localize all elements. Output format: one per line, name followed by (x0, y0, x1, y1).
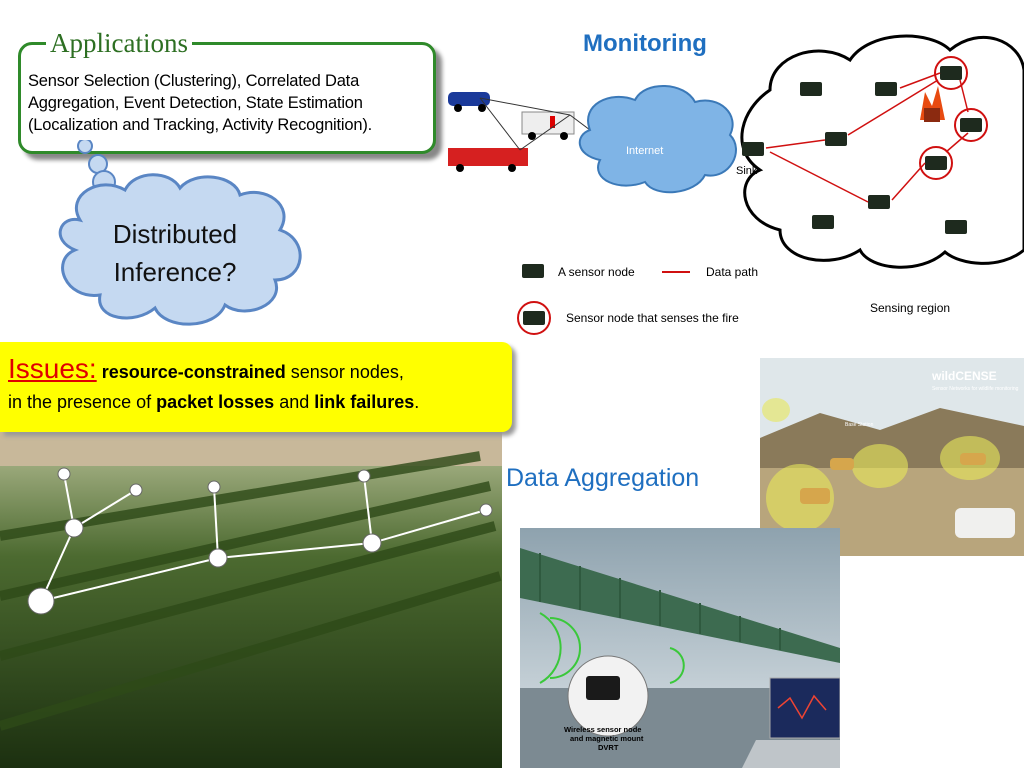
svg-text:Sensor node that senses the fi: Sensor node that senses the fire (566, 311, 739, 325)
wildcense-photo: wildCENSE Sensor Networks for wildlife m… (760, 358, 1024, 556)
issues-label: Issues: (8, 353, 97, 384)
monitoring-diagram: Internet Sink A sensor node Data pat (448, 34, 1024, 335)
svg-text:Base Station: Base Station (845, 422, 874, 428)
svg-text:and magnetic mount: and magnetic mount (570, 734, 644, 743)
issues-box (0, 342, 512, 432)
svg-text:Internet: Internet (626, 145, 663, 157)
monitoring-title: Monitoring (583, 30, 707, 57)
fire-truck-icon (448, 148, 528, 172)
thought-line-1: Distributed (112, 219, 238, 249)
bridge-photo: Wireless sensor node and magnetic mount … (520, 528, 840, 768)
svg-text:Wireless sensor node: Wireless sensor node (564, 725, 641, 734)
data-aggregation-title: Data Aggregation (506, 464, 700, 492)
thought-line-2: Inference? (113, 257, 237, 287)
sensor-node-inset: Wireless sensor node and magnetic mount … (564, 655, 649, 752)
issues-text: Issues: resource-constrained sensor node… (8, 353, 420, 413)
svg-text:Sensor Networks for wildlife m: Sensor Networks for wildlife monitoring (932, 386, 1019, 392)
svg-text:A sensor node: A sensor node (558, 265, 635, 279)
applications-box (18, 42, 436, 154)
svg-text:wildCENSE: wildCENSE (931, 369, 997, 383)
ambulance-icon (521, 111, 575, 140)
applications-text: Sensor Selection (Clustering), Correlate… (28, 72, 373, 134)
svg-text:Sink: Sink (736, 165, 758, 177)
svg-text:Sensing region: Sensing region (870, 301, 950, 315)
vineyard-photo (0, 426, 502, 768)
svg-text:Data path: Data path (706, 265, 758, 279)
laptop-icon (742, 677, 840, 768)
fire-icon (920, 86, 945, 122)
police-car-icon (448, 92, 490, 112)
svg-text:DVRT: DVRT (598, 743, 619, 752)
applications-title: Applications (46, 28, 192, 59)
thought-cloud (58, 140, 302, 326)
